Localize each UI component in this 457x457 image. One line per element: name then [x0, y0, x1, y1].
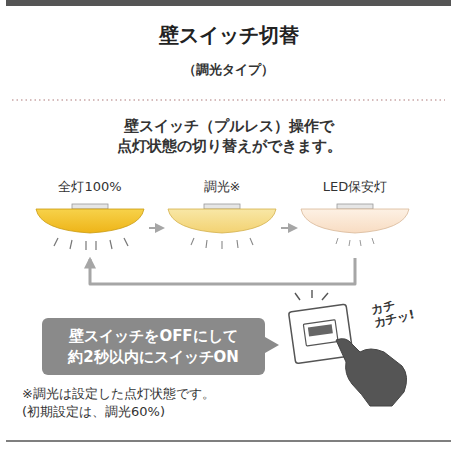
ceiling-lamp-full	[36, 204, 144, 250]
callout-pointer	[265, 337, 279, 353]
instruction-text: 壁スイッチをOFFにして 約2秒以内にスイッチON	[54, 326, 254, 367]
state-arrow	[149, 227, 163, 229]
bottom-rule	[6, 440, 451, 442]
dotted-separator	[12, 99, 445, 101]
subtitle: （調光タイプ）	[0, 62, 457, 78]
state-label: LED保安灯	[323, 179, 387, 195]
top-bar	[6, 0, 451, 6]
click-sound: カチ カチッ!	[370, 292, 430, 329]
lamp-state-node: 全灯100%	[35, 176, 145, 256]
state-label: 調光※	[204, 179, 241, 195]
state-arrow	[281, 227, 296, 229]
ceiling-lamp-dimmed	[168, 204, 276, 249]
ceiling-lamp-night	[301, 204, 409, 246]
state-arrow	[90, 258, 355, 284]
intro-text: 壁スイッチ（プルレス）操作で 点灯状態の切り替えができます。	[103, 116, 355, 157]
instruction-box: 壁スイッチをOFFにして 約2秒以内にスイッチON	[42, 318, 265, 375]
hand	[336, 339, 407, 406]
lamp-state-node: LED保安灯	[300, 176, 410, 256]
lamp-state-node: 調光※	[167, 176, 277, 256]
click-marks	[295, 290, 328, 300]
state-label: 全灯100%	[58, 179, 121, 195]
footnote: ※調光は設定した点灯状態です。 (初期設定は、調光60%)	[22, 385, 282, 421]
title: 壁スイッチ切替	[0, 22, 457, 49]
